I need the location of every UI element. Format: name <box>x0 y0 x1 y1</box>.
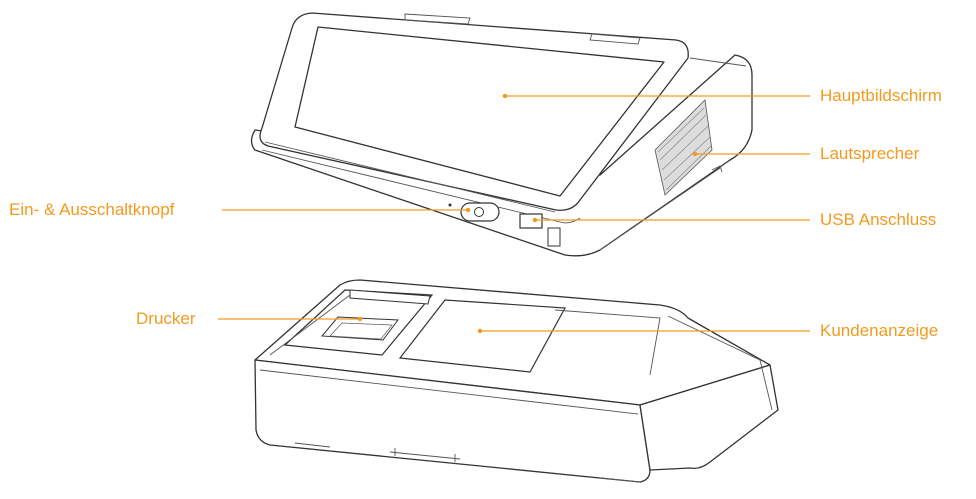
leader-dot-customer-display <box>477 328 483 334</box>
foot <box>711 165 723 173</box>
label-main-screen: Hauptbildschirm <box>820 86 942 105</box>
label-speaker: Lautsprecher <box>820 144 920 163</box>
front-edge <box>261 149 581 224</box>
side-panel-edge <box>689 57 747 67</box>
foot-detail <box>394 448 456 462</box>
leader-dot-usb-port <box>532 217 538 223</box>
label-printer: Drucker <box>136 309 196 328</box>
pos-terminal-rear-view <box>254 279 779 483</box>
pos-terminal-top-view <box>250 12 753 257</box>
main-screen <box>294 26 665 197</box>
label-customer-display: Kundenanzeige <box>820 321 939 340</box>
usb-port-graphic <box>519 213 561 247</box>
screen-bezel <box>259 12 689 211</box>
customer-display-graphic <box>398 299 566 373</box>
terminal-side-face <box>639 364 779 471</box>
front-line <box>259 369 639 415</box>
terminal-base <box>250 54 753 257</box>
front-edge-2 <box>264 141 556 213</box>
top-rim <box>269 294 661 376</box>
leader-dot-speaker <box>692 151 698 157</box>
printer-graphic <box>283 289 434 356</box>
side-bottom-edge <box>599 167 721 251</box>
label-power-button: Ein- & Ausschaltknopf <box>9 200 175 219</box>
top-vent <box>404 13 471 25</box>
power-button-graphic <box>448 202 500 222</box>
leader-lines <box>218 93 810 334</box>
top-vent-2 <box>589 33 641 45</box>
leader-dot-printer <box>357 316 363 322</box>
leader-dot-power-button <box>465 207 471 213</box>
label-usb-port: USB Anschluss <box>820 210 937 229</box>
speaker-grille <box>654 99 713 196</box>
feet <box>294 442 641 483</box>
leader-dot-main-screen <box>502 93 508 99</box>
